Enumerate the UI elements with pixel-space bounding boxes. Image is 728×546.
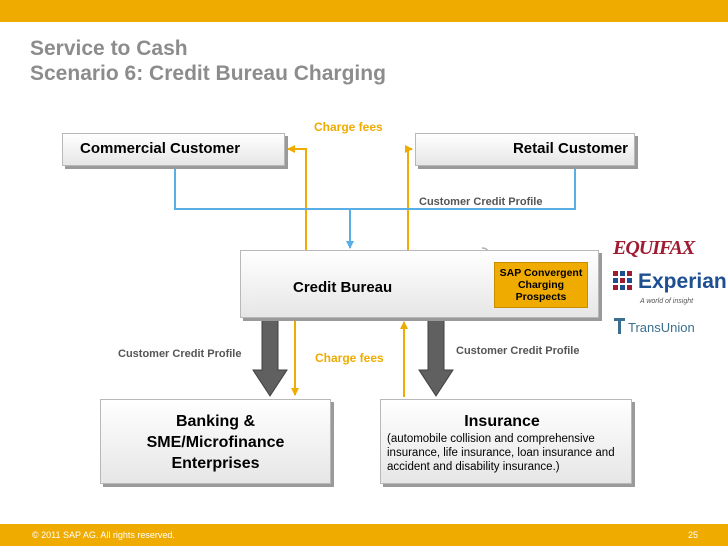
copyright-text: © 2011 SAP AG. All rights reserved. <box>32 530 175 540</box>
credit-profile-right-label: Customer Credit Profile <box>456 345 580 357</box>
transunion-logo: TransUnion <box>628 320 695 335</box>
charge-fees-commercial-line <box>287 145 307 250</box>
insurance-description: (automobile collision and comprehensive … <box>387 433 615 473</box>
credit-profile-insurance-arrow <box>418 319 454 397</box>
credit-profile-banking-arrow <box>252 319 288 397</box>
experian-tagline: A world of insight <box>640 298 694 305</box>
credit-bureau-label: Credit Bureau <box>293 279 393 296</box>
experian-dots-icon <box>613 271 632 290</box>
title-line-2: Scenario 6: Credit Bureau Charging <box>30 62 386 85</box>
footer-bar: © 2011 SAP AG. All rights reserved. 25 <box>0 524 728 546</box>
transunion-mark-icon <box>614 318 625 334</box>
top-accent-bar <box>0 0 728 22</box>
charge-fees-bottom-label: Charge fees <box>315 351 384 365</box>
credit-profile-top-label: Customer Credit Profile <box>419 196 543 208</box>
charge-fees-top-label: Charge fees <box>314 120 383 134</box>
page-number: 25 <box>687 530 698 540</box>
sap-convergent-charging-box: SAP Convergent Charging Prospects <box>494 262 588 308</box>
banking-label-line-3: Enterprises <box>171 455 260 472</box>
commercial-customer-label: Commercial Customer <box>80 140 241 157</box>
banking-node: Banking & SME/Microfinance Enterprises <box>100 399 331 484</box>
retail-customer-node: Retail Customer <box>415 133 635 166</box>
retail-customer-label: Retail Customer <box>512 140 628 157</box>
banking-label-line-2: SME/Microfinance <box>146 434 285 451</box>
equifax-logo: EQUIFAX <box>613 237 695 259</box>
insurance-title: Insurance <box>464 413 540 430</box>
sap-box-line-2: Charging <box>517 279 565 291</box>
slide-title: Service to Cash Scenario 6: Credit Burea… <box>30 36 386 86</box>
credit-profile-left-label: Customer Credit Profile <box>118 348 242 360</box>
commercial-customer-node: Commercial Customer <box>62 133 285 166</box>
sap-box-line-3: Prospects <box>515 291 567 303</box>
credit-profile-commercial-line <box>174 166 350 210</box>
title-line-1: Service to Cash <box>30 37 188 60</box>
credit-profile-retail-line <box>350 166 576 210</box>
charge-fees-retail-connector <box>405 145 413 250</box>
insurance-node: Insurance (automobile collision and comp… <box>380 399 632 484</box>
banking-label-line-1: Banking & <box>175 413 256 430</box>
sap-box-line-1: SAP Convergent <box>499 267 583 279</box>
experian-logo: Experian <box>638 270 727 293</box>
